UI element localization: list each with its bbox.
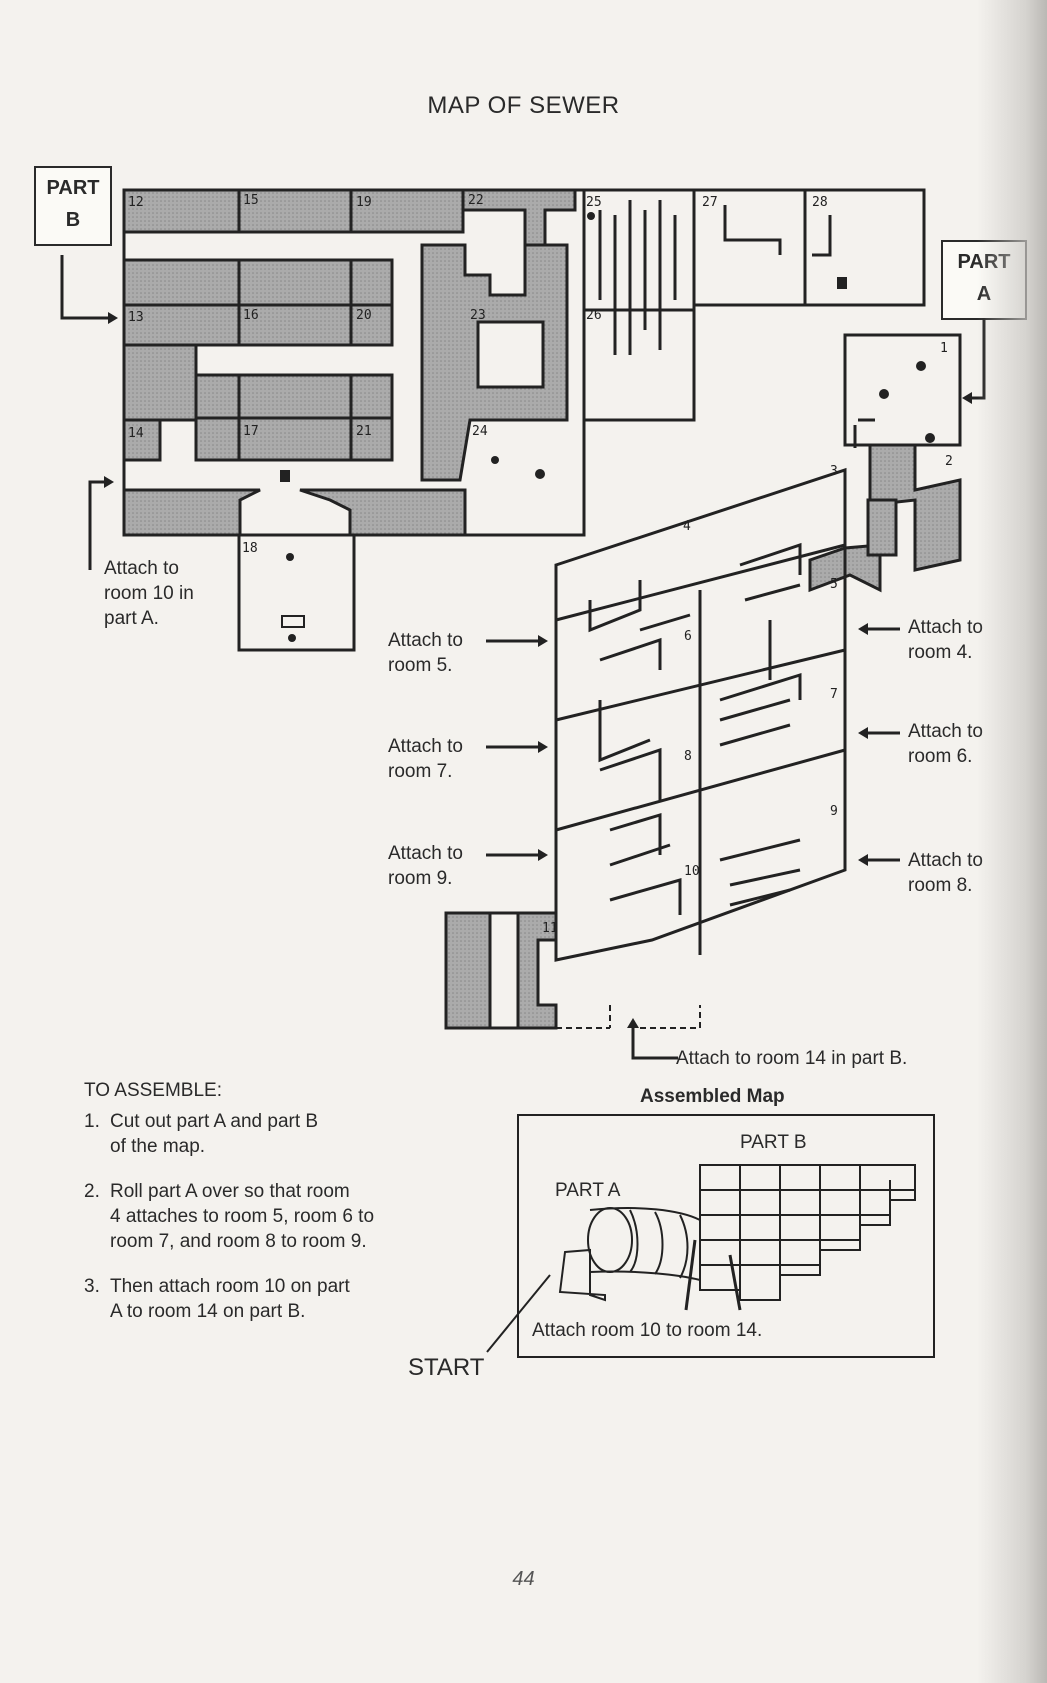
item-icon bbox=[535, 469, 545, 479]
note-attach-room5: Attach to room 5. bbox=[388, 628, 463, 678]
step-line: 4 attaches to room 5, room 6 to bbox=[110, 1206, 375, 1227]
room-number: 16 bbox=[243, 308, 259, 323]
assemble-step-3: 3. Then attach room 10 on part A to room… bbox=[84, 1274, 444, 1324]
figure-icons bbox=[280, 212, 935, 642]
note-attach-room7: Attach to room 7. bbox=[388, 734, 463, 784]
room-number: 3 bbox=[830, 464, 838, 479]
note-line: room 9. bbox=[388, 868, 453, 889]
room-number: 25 bbox=[586, 195, 602, 210]
figure-icon bbox=[286, 553, 294, 561]
step-line: Cut out part A and part B bbox=[110, 1111, 319, 1132]
room-number: 2 bbox=[945, 454, 953, 469]
note-line: room 6. bbox=[908, 746, 973, 767]
part-b-map bbox=[122, 188, 926, 652]
room-number: 20 bbox=[356, 308, 372, 323]
room-number: 6 bbox=[684, 629, 692, 644]
step-line: room 7, and room 8 to room 9. bbox=[110, 1231, 367, 1252]
item-icon bbox=[280, 470, 290, 482]
item-icon bbox=[916, 361, 926, 371]
room-number: 8 bbox=[684, 749, 692, 764]
item-icon bbox=[837, 277, 847, 289]
room-number: 27 bbox=[702, 195, 718, 210]
step-line: of the map. bbox=[110, 1136, 206, 1157]
room-number: 15 bbox=[243, 193, 259, 208]
assembled-part-a-label: PART A bbox=[555, 1180, 621, 1201]
room-number: 26 bbox=[586, 308, 602, 323]
room-number: 4 bbox=[683, 519, 691, 534]
item-icon bbox=[288, 634, 296, 642]
part-a-side-arrows bbox=[486, 623, 900, 1060]
assembled-part-b-label: PART B bbox=[740, 1132, 807, 1153]
room-number: 13 bbox=[128, 310, 144, 325]
part-a-map bbox=[444, 333, 962, 1030]
step-line: Then attach room 10 on part bbox=[110, 1276, 350, 1297]
room-number: 7 bbox=[830, 687, 838, 702]
note-line: Attach to bbox=[388, 736, 463, 757]
note-attach-room4: Attach to room 4. bbox=[908, 615, 983, 665]
room-number: 19 bbox=[356, 195, 372, 210]
assembled-map-caption: Attach room 10 to room 14. bbox=[532, 1320, 763, 1341]
note-line: room 10 in bbox=[104, 583, 194, 604]
note-line: Attach to bbox=[908, 617, 983, 638]
note-line: part A. bbox=[104, 608, 159, 629]
room-number: 18 bbox=[242, 541, 258, 556]
part-b-label-line2: B bbox=[65, 209, 81, 231]
assemble-instructions: TO ASSEMBLE: 1. Cut out part A and part … bbox=[84, 1078, 444, 1324]
assembled-map-title: Assembled Map bbox=[640, 1086, 785, 1107]
note-attach-room8: Attach to room 8. bbox=[908, 848, 983, 898]
note-attach-room10: Attach to room 10 in part A. bbox=[104, 556, 194, 631]
step-number: 1. bbox=[84, 1111, 100, 1132]
start-label: START bbox=[408, 1354, 485, 1381]
note-line: Attach to bbox=[908, 721, 983, 742]
step-number: 2. bbox=[84, 1181, 100, 1202]
room-number: 9 bbox=[830, 804, 838, 819]
room-number: 21 bbox=[356, 424, 372, 439]
step-line: A to room 14 on part B. bbox=[110, 1301, 306, 1322]
room-number: 24 bbox=[472, 424, 488, 439]
assemble-step-1: 1. Cut out part A and part B of the map. bbox=[84, 1109, 444, 1159]
room-number: 22 bbox=[468, 193, 484, 208]
room-number: 23 bbox=[470, 308, 486, 323]
room-number: 14 bbox=[128, 426, 144, 441]
room-number: 17 bbox=[243, 424, 259, 439]
part-b-arrows bbox=[60, 255, 118, 570]
item-icon bbox=[925, 433, 935, 443]
item-icon bbox=[879, 389, 889, 399]
note-line: room 4. bbox=[908, 642, 973, 663]
part-b-label-line1: PART bbox=[46, 177, 100, 199]
page-gutter-shadow bbox=[977, 0, 1047, 1683]
note-line: Attach to bbox=[388, 630, 463, 651]
page-number: 44 bbox=[512, 1568, 535, 1590]
note-line: Attach to bbox=[104, 558, 179, 579]
room-number: 12 bbox=[128, 195, 144, 210]
note-line: Attach to bbox=[908, 850, 983, 871]
assemble-step-2: 2. Roll part A over so that room 4 attac… bbox=[84, 1179, 444, 1254]
step-number: 3. bbox=[84, 1276, 100, 1297]
note-attach-room9: Attach to room 9. bbox=[388, 841, 463, 891]
assemble-title: TO ASSEMBLE: bbox=[84, 1080, 222, 1101]
room-number: 5 bbox=[830, 577, 838, 592]
assembled-map-frame bbox=[517, 1114, 935, 1358]
note-attach-room14: Attach to room 14 in part B. bbox=[676, 1048, 908, 1069]
step-line: Roll part A over so that room bbox=[110, 1181, 350, 1202]
note-line: room 5. bbox=[388, 655, 453, 676]
assembled-map-diagram bbox=[486, 1114, 935, 1358]
note-line: room 8. bbox=[908, 875, 973, 896]
room-number: 1 bbox=[940, 341, 948, 356]
note-line: Attach to bbox=[388, 843, 463, 864]
room-number: 10 bbox=[684, 864, 700, 879]
room-number: 28 bbox=[812, 195, 828, 210]
page-title: MAP OF SEWER bbox=[427, 92, 620, 119]
room-number: 11 bbox=[542, 921, 558, 936]
figure-icon bbox=[587, 212, 595, 220]
figure-icon bbox=[491, 456, 499, 464]
note-line: room 7. bbox=[388, 761, 453, 782]
note-attach-room6: Attach to room 6. bbox=[908, 719, 983, 769]
room-numbers: 12 15 19 22 25 27 28 13 16 20 23 26 14 1… bbox=[128, 193, 953, 936]
part-b-label: PART B bbox=[34, 166, 112, 246]
